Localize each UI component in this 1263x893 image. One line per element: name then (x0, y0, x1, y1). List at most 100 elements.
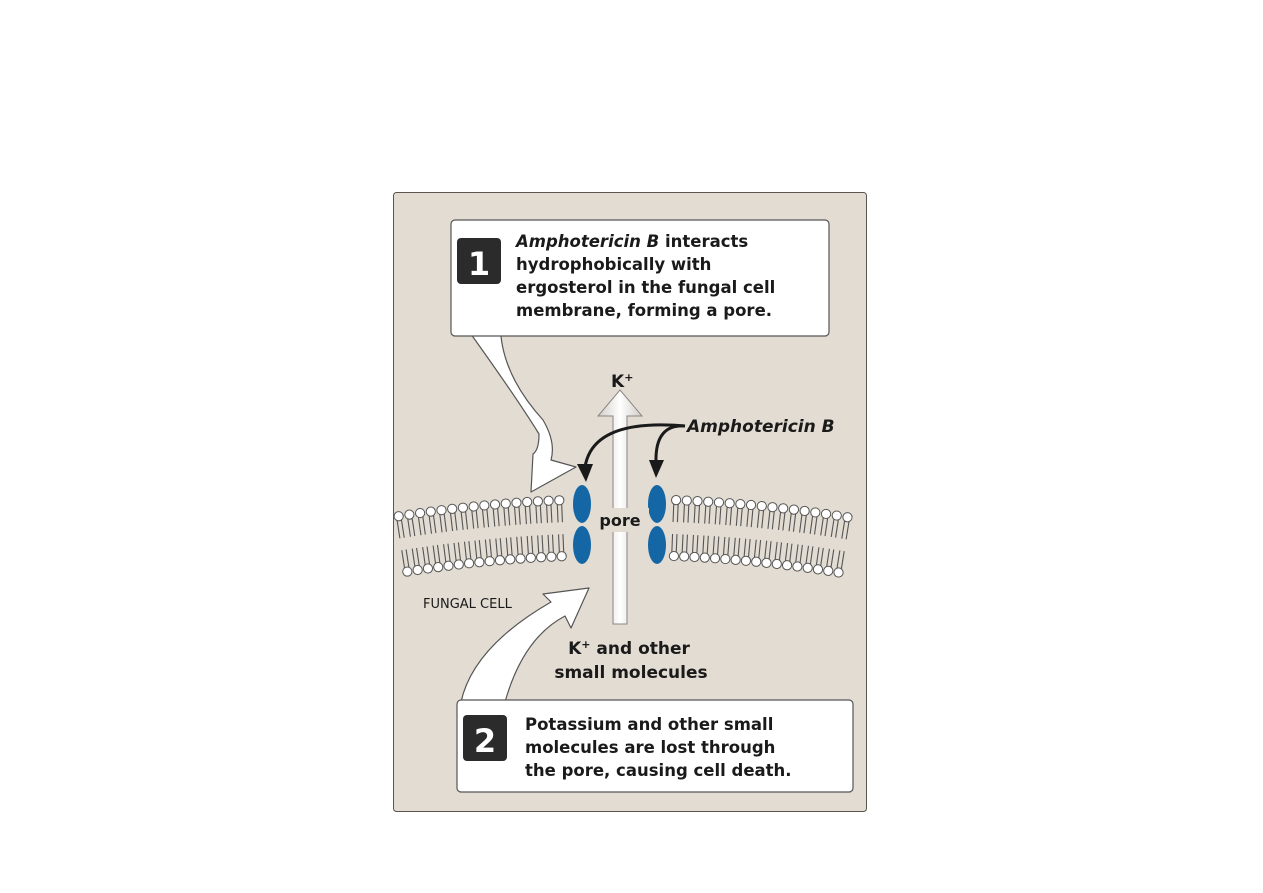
lipid-head (788, 504, 800, 515)
lipid-head (761, 557, 772, 568)
lipid-head (689, 551, 700, 563)
lipid-head (393, 511, 404, 522)
lipid-head (671, 495, 682, 506)
arrowhead-left (577, 464, 593, 482)
lipid-head (767, 502, 778, 513)
lipid-head (515, 553, 526, 564)
k-top-label: K+ (611, 371, 633, 393)
lipid-head (479, 500, 490, 511)
step1-line1: Amphotericin B interacts (514, 232, 748, 251)
lipid-head (457, 502, 469, 513)
diagram-canvas: 1 Amphotericin B interacts hydrophobical… (393, 192, 867, 812)
lipid-head (831, 510, 842, 521)
lipid-head (536, 552, 547, 563)
lipid-head (511, 497, 522, 508)
amphotericin-molecule-left (573, 485, 591, 564)
step1-number: 1 (468, 245, 490, 283)
step1-number-badge (457, 238, 501, 284)
step2-line1: Potassium and other small (525, 715, 773, 734)
lipid-head (751, 556, 762, 567)
lipid-head (692, 496, 703, 507)
lipid-head (447, 503, 458, 514)
lipid-head (810, 507, 821, 518)
lipid-head (709, 553, 721, 564)
lipid-head (771, 558, 782, 570)
lipid-head (842, 512, 853, 523)
lipid-head (489, 499, 501, 510)
lipid-head (404, 509, 415, 520)
lipid-head (745, 499, 757, 511)
lipid-head (833, 567, 844, 578)
step1-line2: hydrophobically with (516, 255, 711, 274)
lipid-head (820, 508, 832, 520)
lipid-head (468, 501, 479, 512)
k-bottom-label: K+ and other (568, 638, 690, 660)
lipid-head (735, 498, 746, 510)
lipid-head (812, 564, 824, 575)
lipid-head (433, 561, 444, 573)
step2-callout-box (456, 699, 854, 793)
step1-line4: membrane, forming a pore. (516, 301, 772, 320)
fungal-cell-label: FUNGAL CELL (423, 597, 513, 612)
lipid-head (556, 551, 567, 562)
step1-line3: ergosterol in the fungal cell (516, 278, 775, 297)
lipid-head (453, 559, 464, 570)
lipid-head (778, 503, 789, 514)
amphotericin-label: Amphotericin B (685, 417, 835, 437)
lipid-head (436, 505, 447, 516)
lipid-head (425, 506, 436, 517)
step1-callout-box (450, 219, 830, 337)
arrowhead-right (649, 460, 664, 478)
callout2-pointer-arrow (460, 587, 590, 703)
step2-number-badge (463, 715, 507, 761)
lipid-head (802, 562, 813, 573)
cell-membrane-bilayer (393, 495, 853, 578)
lipid-head (730, 554, 741, 565)
pore-label: pore (599, 511, 640, 530)
lipid-head (500, 498, 511, 509)
lipid-head (525, 552, 536, 564)
lipid-head (412, 564, 423, 576)
lipid-head (756, 500, 767, 512)
lipid-head (724, 498, 735, 509)
lipid-head (494, 555, 506, 566)
lipid-head (713, 497, 725, 508)
lipid-head (463, 558, 475, 569)
k-top-text: K (611, 372, 625, 392)
lipid-head (681, 495, 692, 506)
lipid-head (402, 566, 413, 577)
amphotericin-molecule-right (648, 485, 666, 564)
lipid-head (554, 495, 565, 506)
lipid-head (792, 561, 803, 572)
step2-line2: molecules are lost through (525, 738, 775, 757)
k-top-sup: + (624, 371, 633, 384)
lipid-head (720, 553, 731, 565)
callout1-pointer-arrow (454, 311, 577, 493)
lipid-head (799, 505, 810, 517)
lipid-head (443, 560, 454, 571)
lipid-head (505, 554, 516, 565)
step1-drug-name: Amphotericin B (514, 232, 659, 251)
small-molecules-label: small molecules (554, 663, 707, 683)
lipid-head (532, 496, 543, 507)
lipid-head (781, 560, 793, 571)
lipid-head (414, 507, 426, 519)
step2-line3: the pore, causing cell death. (525, 761, 792, 780)
step2-number: 2 (474, 722, 496, 760)
lipid-head (668, 550, 679, 562)
lipid-head (484, 556, 495, 567)
pore-label-backing (593, 508, 649, 532)
amphotericin-pointer-right (654, 424, 686, 463)
lipid-head (679, 551, 690, 562)
lipid-head (543, 495, 554, 506)
k-bottom-sup: + (581, 638, 590, 651)
lipid-head (546, 551, 557, 562)
lipid-head (699, 552, 710, 563)
k-bottom-rest: and other (591, 639, 691, 659)
amphotericin-mechanism-figure: 1 Amphotericin B interacts hydrophobical… (393, 192, 867, 812)
lipid-head (474, 557, 485, 568)
lipid-head (522, 496, 533, 508)
step1-line1-rest: interacts (659, 232, 748, 251)
lipid-head (422, 563, 434, 574)
k-bottom-text: K (568, 639, 582, 659)
